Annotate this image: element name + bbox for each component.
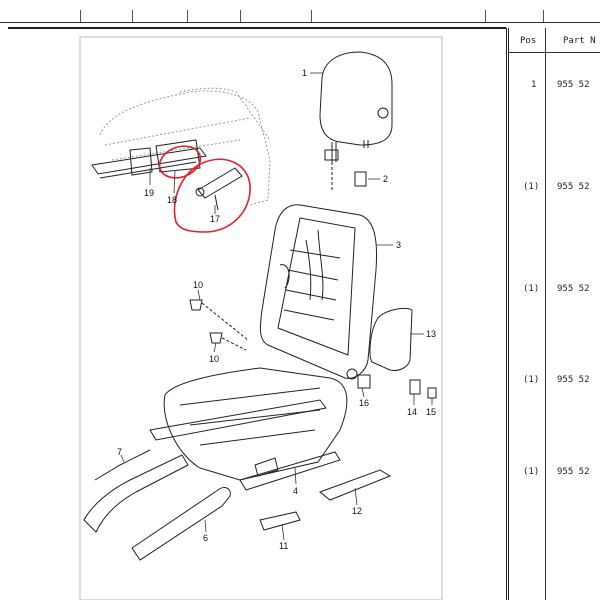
callout-15: 15 [426, 407, 436, 417]
table-header-row: Pos Part N [509, 28, 600, 53]
callout-2: 2 [383, 174, 388, 184]
ruler-tick [543, 10, 544, 22]
callout-14: 14 [407, 407, 417, 417]
diagram-frame [79, 36, 443, 600]
leader-lines [120, 72, 433, 541]
callout-3: 3 [396, 240, 401, 250]
headrest-guide-left [324, 149, 339, 161]
ruler-tick [485, 10, 486, 22]
part-10-bolt-upper [189, 299, 203, 311]
callout-10-lower: 10 [209, 354, 219, 364]
table-row[interactable]: (1) 955 52 [509, 182, 600, 196]
part-2-guide [354, 171, 367, 187]
highlight-marks [158, 145, 251, 233]
callout-18: 18 [167, 195, 177, 205]
row-part: 955 52 [557, 80, 590, 90]
column-divider [545, 28, 546, 600]
column-header-part: Part N [563, 36, 596, 46]
part-4-seat-base [149, 367, 348, 491]
ruler-tick [187, 10, 188, 22]
row-pos: (1) [523, 284, 540, 294]
part-16-bracket [357, 374, 371, 389]
part-15-screw [427, 387, 437, 399]
header-separator [8, 27, 506, 29]
part-17-motor [195, 167, 243, 211]
part-10-bolt-lower [209, 332, 223, 344]
row-pos: (1) [523, 467, 540, 477]
ruler-tick [311, 10, 312, 22]
column-header-pos: Pos [520, 36, 537, 46]
callout-12: 12 [352, 506, 362, 516]
row-pos: (1) [523, 182, 540, 192]
parts-table: Pos Part N 1 955 52 (1) 955 52 (1) 955 5… [506, 28, 600, 600]
callout-1: 1 [302, 68, 307, 78]
part-7-clip [94, 449, 151, 481]
callout-16: 16 [359, 398, 369, 408]
part-12-trim [318, 469, 392, 501]
part-1-headrest [319, 51, 393, 162]
callout-17: 17 [210, 214, 220, 224]
callout-13: 13 [426, 329, 436, 339]
top-ruler [0, 0, 600, 23]
table-row[interactable]: (1) 955 52 [509, 284, 600, 298]
part-6-lower-cover [131, 487, 231, 561]
ruler-tick [240, 10, 241, 22]
callout-6: 6 [203, 533, 208, 543]
row-part: 955 52 [557, 182, 590, 192]
highlight-oval-large [173, 158, 251, 233]
row-part: 955 52 [557, 284, 590, 294]
table-row[interactable]: 1 955 52 [509, 80, 600, 94]
callout-10-upper: 10 [193, 280, 203, 290]
ghost-seat-outline [99, 87, 271, 206]
row-part: 955 52 [557, 467, 590, 477]
part-13-side-panel [369, 307, 413, 371]
table-row[interactable]: (1) 955 52 [509, 467, 600, 481]
part-11-trim [259, 511, 301, 531]
callout-19: 19 [144, 188, 154, 198]
ghost-seat-rails [91, 139, 207, 179]
callout-7: 7 [117, 447, 122, 457]
part-14-clip [409, 379, 421, 395]
part-3-backrest-frame [259, 204, 378, 380]
callout-11: 11 [279, 541, 288, 551]
row-pos: (1) [523, 375, 540, 385]
ruler-tick [80, 10, 81, 22]
table-row[interactable]: (1) 955 52 [509, 375, 600, 389]
callout-4: 4 [293, 486, 298, 496]
part-7-rail-cover [83, 454, 189, 533]
row-pos: 1 [531, 80, 537, 90]
row-part: 955 52 [557, 375, 590, 385]
ruler-tick [132, 10, 133, 22]
